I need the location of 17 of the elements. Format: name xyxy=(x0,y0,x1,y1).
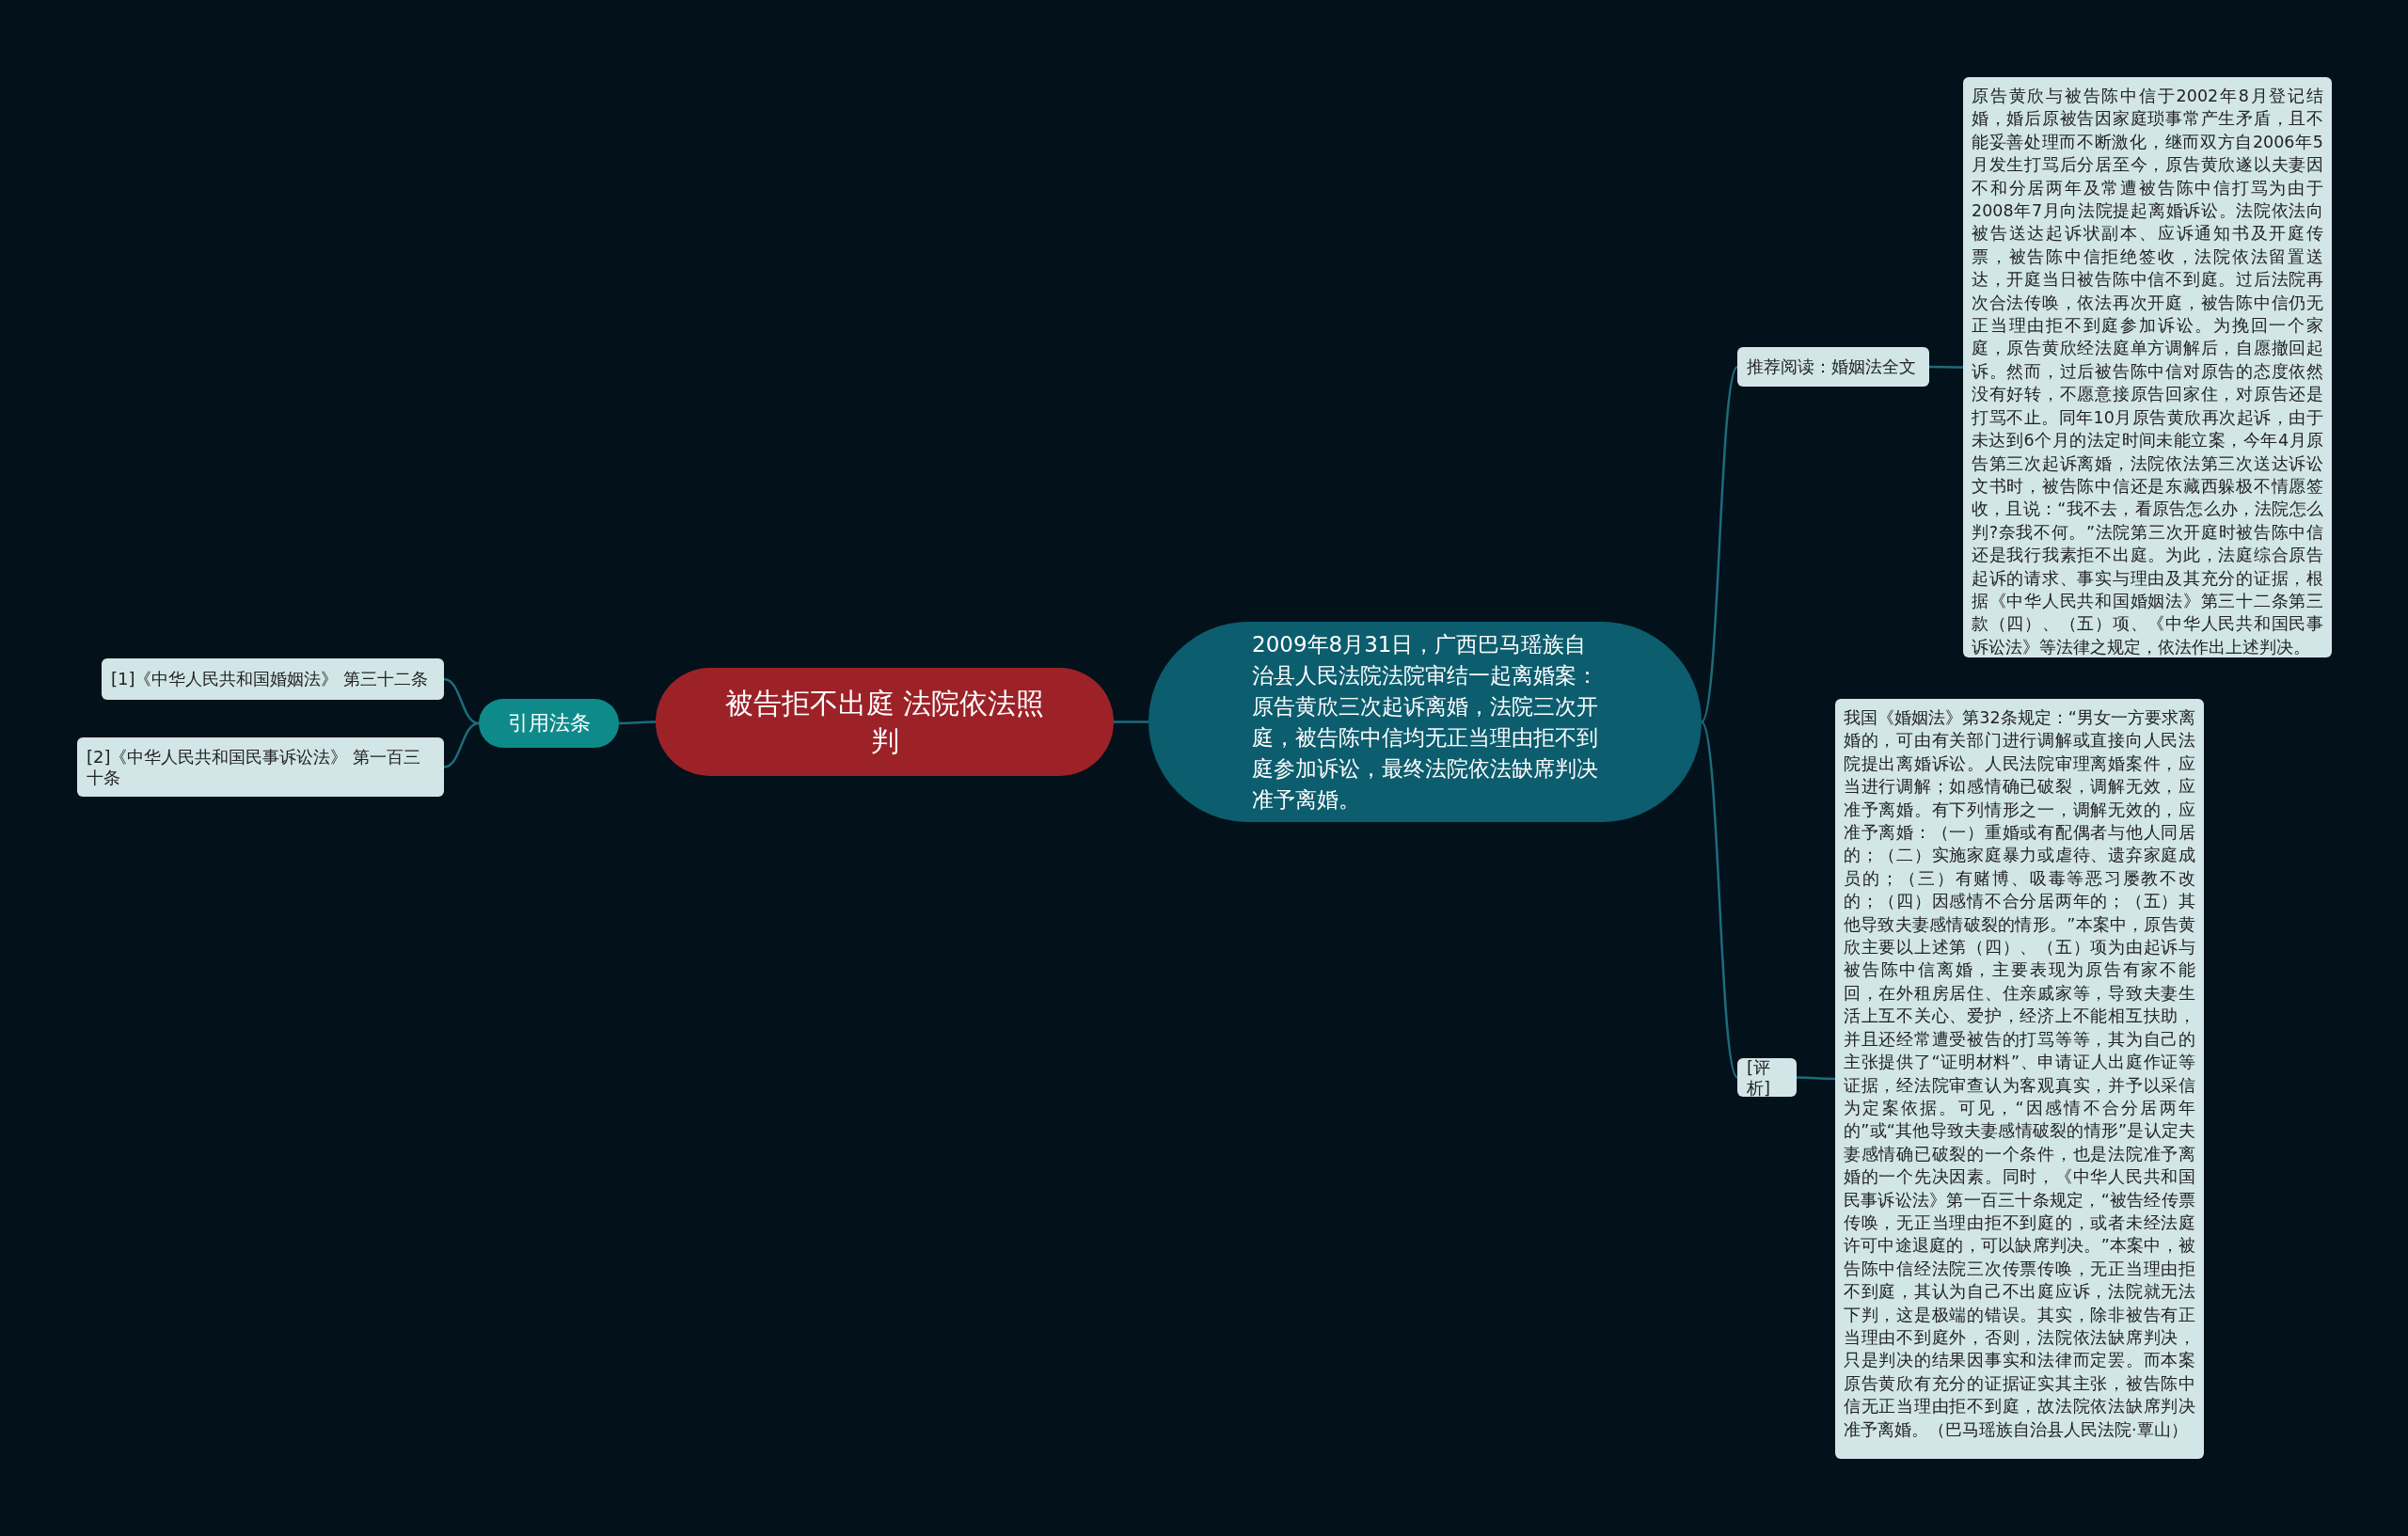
topic-pill: 2009年8月31日，广西巴马瑶族自治县人民法院法院审结一起离婚案：原告黄欣三次起诉离婚，法院三次开庭，被告陈中信均无正当理由拒不到庭参加诉讼，最终法院依法缺席判决准予离婚。 xyxy=(1149,622,1702,822)
central-topic: 被告拒不出庭 法院依法照判 xyxy=(656,668,1114,776)
topic-card: [2]《中华人民共和国民事诉讼法》 第一百三十条 xyxy=(77,737,444,797)
topic-card: [1]《中华人民共和国婚姻法》 第三十二条 xyxy=(102,658,444,700)
connector-line xyxy=(443,721,480,768)
connector-line xyxy=(1114,720,1149,723)
connector-line xyxy=(1700,366,1739,723)
connector-line xyxy=(619,720,656,725)
text-card: 原告黄欣与被告陈中信于2002年8月登记结婚，婚后原被告因家庭琐事常产生矛盾，且不能妥善处理而不断激化，继而双方自2006年5月发生打骂后分居至今，原告黄欣遂以夫妻因不和分居两年及常遭被告陈中信打骂为由于2008年7月向法院提起离婚诉讼。法院依法向被告送达起诉状副本、应诉通知书及开庭传票，被告陈中信拒绝签收，法院依法留置送达，开庭当日被告陈中信不到庭。过后法院再次合法传唤，依法再次开庭，被告陈中信仍无正当理由拒不到庭参加诉讼。为挽回一个家庭，原告黄欣经法庭单方调解后，自愿撤回起诉。然而，过后被告陈中信对原告的态度依然没有好转，不愿意接原告回家住，对原告还是打骂不止。同年10月原告黄欣再次起诉，由于未达到6个月的法定时间未能立案，今年4月原告第三次起诉离婚，法院依法第三次送达诉讼文书时，被告陈中信还是东藏西躲极不情愿签收，且说：“我不去，看原告怎么办，法院怎么判?奈我不何。”法院第三次开庭时被告陈中信还是我行我素拒不出庭。为此，法庭综合原告起诉的请求、事实与理由及其充分的证据，根据《中华人民共和国婚姻法》第三十二条第三款（四）、（五）项、《中华人民共和国民事诉讼法》等法律之规定，依法作出上述判决。 xyxy=(1963,77,2332,657)
topic-card: 推荐阅读：婚姻法全文 xyxy=(1737,347,1929,387)
topic-card: [评析] xyxy=(1737,1058,1797,1097)
text-card: 我国《婚姻法》第32条规定：“男女一方要求离婚的，可由有关部门进行调解或直接向人民法院提出离婚诉讼。人民法院审理离婚案件，应当进行调解；如感情确已破裂，调解无效，应准予离婚。有下列情形之一，调解无效的，应准予离婚：（一）重婚或有配偶者与他人同居的；（二）实施家庭暴力或虐待、遗弃家庭成员的；（三）有赌博、吸毒等恶习屡教不改的；（四）因感情不合分居两年的；（五）其他导致夫妻感情破裂的情形。”本案中，原告黄欣主要以上述第（四）、（五）项为由起诉与被告陈中信离婚，主要表现为原告有家不能回，在外租房居住、住亲戚家等，导致夫妻生活上互不关心、爱护，经济上不能相互扶助，并且还经常遭受被告的打骂等等，其为自己的主张提供了“证明材料”、申请证人出庭作证等证据，经法院审查认为客观真实，并予以采信为定案依据。可见，“因感情不合分居两年的”或“其他导致夫妻感情破裂的情形”是认定夫妻感情确已破裂的一个条件，也是法院准予离婚的一个先决因素。同时，《中华人民共和国民事诉讼法》第一百三十条规定，“被告经传票传唤，无正当理由拒不到庭的，或者未经法庭许可中途退庭的，可以缺席判决。”本案中，被告陈中信经法院三次传票传唤，无正当理由拒不到庭，其认为自己不出庭应诉，法院就无法下判，这是极端的错误。其实，除非被告有正当理由不到庭外，否则，法院依法缺席判决，只是判决的结果因事实和法律而定罢。而本案原告黄欣有充分的证据证实其主张，被告陈中信无正当理由拒不到庭，故法院依法缺席判决准予离婚。（巴马瑶族自治县人民法院·覃山） xyxy=(1835,699,2204,1459)
connector-line xyxy=(1700,720,1739,1079)
topic-pill: 引用法条 xyxy=(479,699,619,748)
connector-line xyxy=(1929,365,1963,369)
connector-line xyxy=(1797,1076,1835,1081)
connector-line xyxy=(443,677,480,725)
